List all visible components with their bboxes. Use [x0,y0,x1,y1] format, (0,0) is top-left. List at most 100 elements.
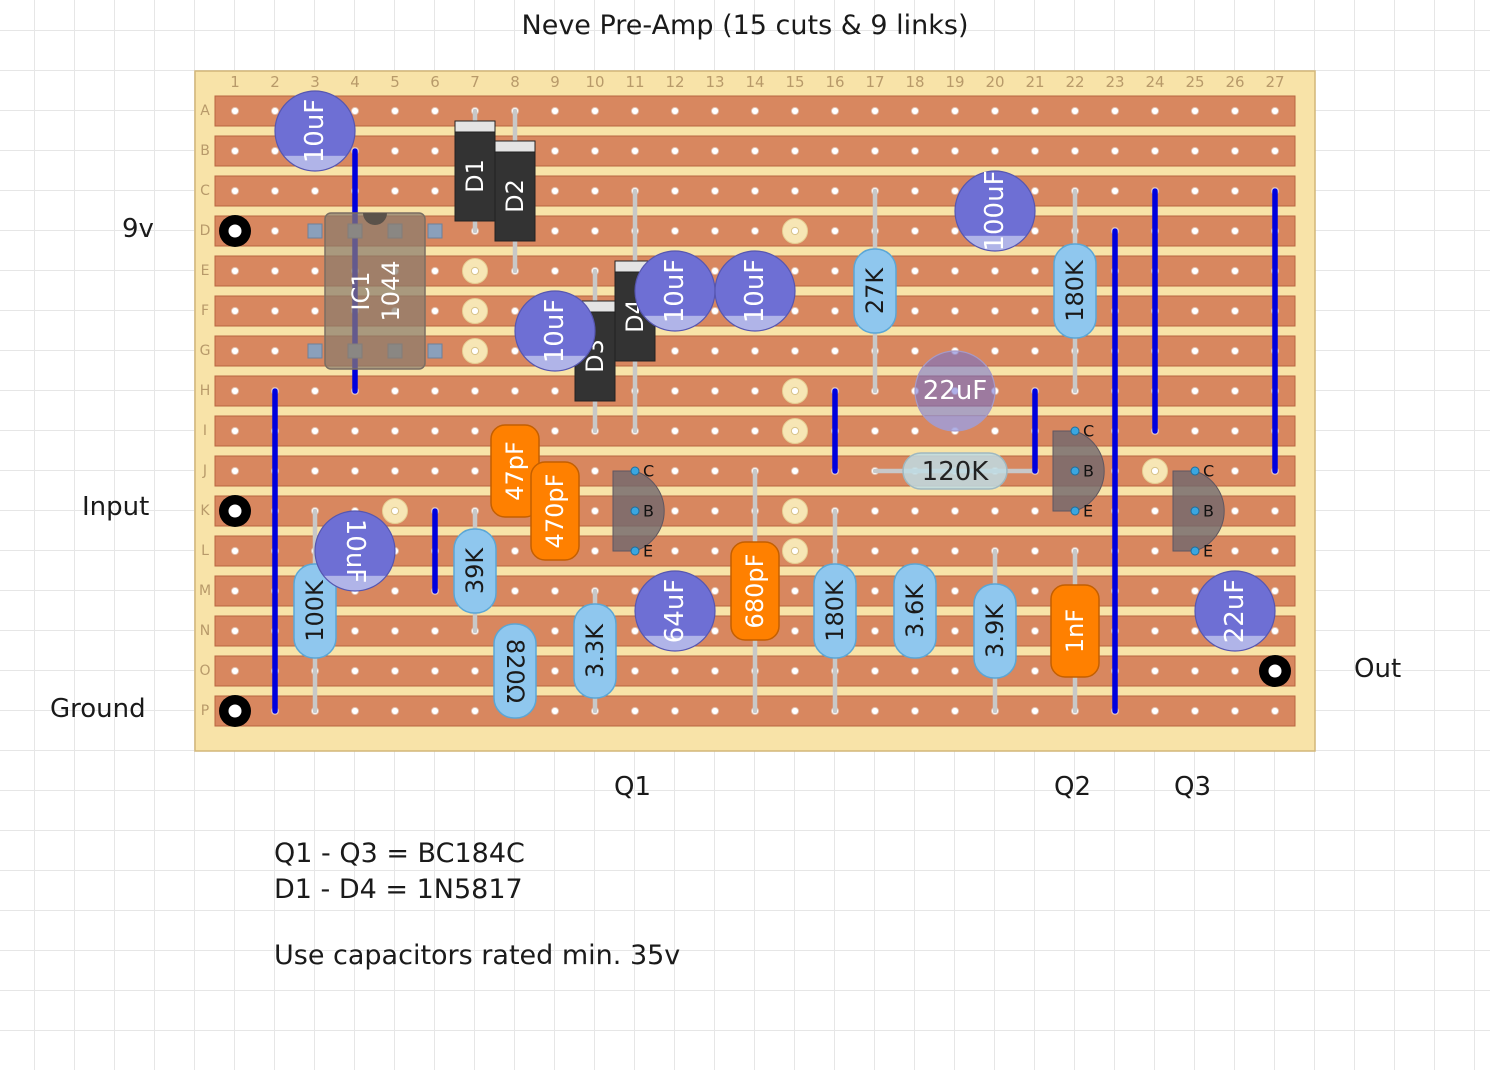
hole [590,546,600,556]
hole [590,226,600,236]
hole [1230,386,1240,396]
film-cap: 470pF [530,461,580,561]
hole [1230,266,1240,276]
hole [590,466,600,476]
hole [670,666,680,676]
hole [990,426,1000,436]
column-number-23: 23 [1105,73,1124,91]
hole [670,346,680,356]
hole [1190,226,1200,236]
hole [470,346,480,356]
resistor-label: 3.3K [581,623,609,678]
hole [870,106,880,116]
film-cap-label: 1nF [1061,609,1089,653]
column-number-16: 16 [825,73,844,91]
hole [710,426,720,436]
hole [790,706,800,716]
hole [750,186,760,196]
resistor: 27K [853,248,897,334]
hole [790,386,800,396]
hole [1230,346,1240,356]
hole [670,106,680,116]
transistor-q3: CBE [1172,462,1225,561]
hole [630,706,640,716]
diode-band [494,140,536,153]
film-cap-label: 47pF [501,441,529,501]
hole [310,466,320,476]
resistor-label: 39K [461,547,489,595]
hole [430,266,440,276]
cap-body [915,351,995,431]
transistor-q1: CBE [612,462,665,561]
hole [910,506,920,516]
note-capacitors: Use capacitors rated min. 35v [274,940,681,971]
resistor-label: 100K [301,579,329,642]
pin-label-b: B [1083,462,1094,481]
hole [1110,106,1120,116]
row-letter-P: P [201,703,209,719]
cap-label: 10uF [660,259,690,324]
pin-label-e: E [1083,502,1093,521]
transistor-pin [1190,466,1200,476]
row-letter-K: K [200,503,210,519]
hole [950,626,960,636]
hole [630,666,640,676]
hole [230,146,240,156]
hole [1270,546,1280,556]
hole [350,706,360,716]
diagram-title: Neve Pre-Amp (15 cuts & 9 links) [521,10,969,41]
hole [670,706,680,716]
hole [710,346,720,356]
column-number-13: 13 [705,73,724,91]
hole [790,546,800,556]
hole [750,146,760,156]
hole [710,146,720,156]
hole [1230,186,1240,196]
resistor-label: 3.6K [901,583,929,638]
cap-outline [314,510,396,592]
hole [230,546,240,556]
hole [430,186,440,196]
column-number-4: 4 [350,73,360,91]
hole [550,666,560,676]
cap-outline [914,350,996,432]
column-number-22: 22 [1065,73,1084,91]
transistor-pin [630,506,640,516]
hole [1150,586,1160,596]
hole [470,386,480,396]
hole [310,186,320,196]
resistor-body [453,528,497,614]
hole [550,586,560,596]
hole [1110,186,1120,196]
hole [390,186,400,196]
hole [230,106,240,116]
hole [950,506,960,516]
column-number-15: 15 [785,73,804,91]
hole [830,306,840,316]
row-letter-H: H [200,383,211,399]
hole [430,306,440,316]
hole [910,186,920,196]
film-cap: 1nF [1050,584,1100,678]
electrolytic-cap: 100uF [954,170,1036,252]
pin-label-e: E [643,542,653,561]
hole [950,706,960,716]
hole [1030,346,1040,356]
hole [430,146,440,156]
pin-label-b: B [643,502,654,521]
note-transistors: Q1 - Q3 = BC184C [274,838,525,869]
hole [950,586,960,596]
hole [670,226,680,236]
electrolytic-cap: 22uF [914,350,996,432]
ic-pin [427,223,443,239]
hole [230,186,240,196]
hole [390,466,400,476]
cap-body [1195,571,1275,651]
terminal-hole [228,504,242,518]
hole [910,426,920,436]
column-number-21: 21 [1025,73,1044,91]
hole [910,106,920,116]
hole [1030,666,1040,676]
